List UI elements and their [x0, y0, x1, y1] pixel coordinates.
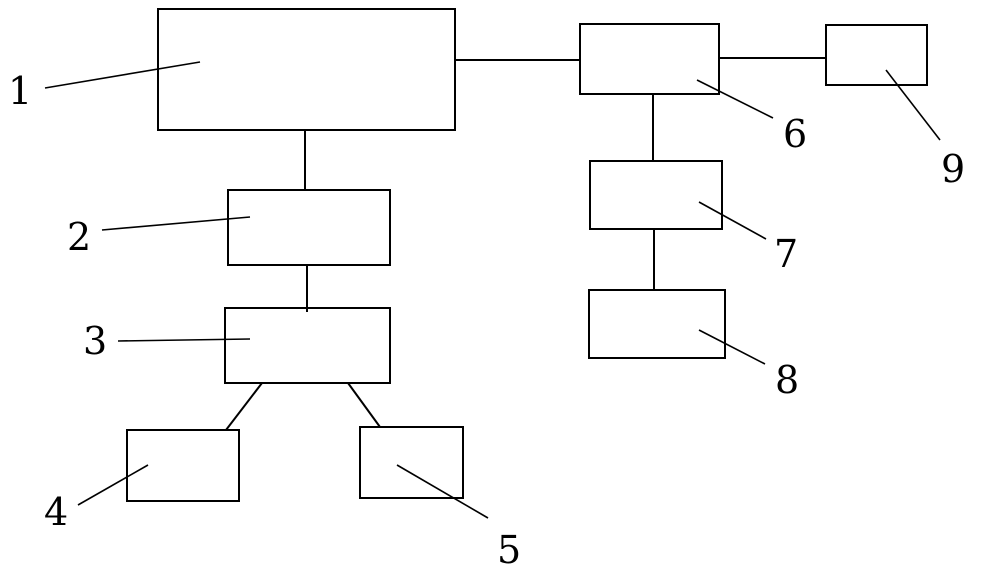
label-8: 8: [775, 358, 799, 402]
leader-2: [101, 216, 251, 231]
connections: [225, 57, 826, 431]
leader-6: [696, 79, 774, 119]
label-3: 3: [83, 319, 107, 363]
connector-3-5: [347, 382, 381, 428]
leader-lines: [44, 61, 941, 519]
blocks: [126, 8, 928, 502]
label-4: 4: [44, 490, 68, 534]
block-9: [825, 24, 928, 86]
connector-3-4: [225, 382, 263, 431]
block-4: [126, 429, 240, 502]
leader-9: [885, 69, 941, 141]
block-7: [589, 160, 723, 230]
block-6: [579, 23, 720, 95]
leader-5: [396, 464, 489, 519]
leader-7: [698, 201, 767, 240]
label-5: 5: [497, 528, 521, 572]
block-8: [588, 289, 726, 359]
labels: 1 2 3 4 5 6 7 8 9: [8, 69, 965, 572]
label-6: 6: [783, 112, 807, 156]
block-2: [227, 189, 391, 266]
leader-8: [698, 329, 766, 365]
leader-4: [77, 464, 149, 506]
label-2: 2: [67, 215, 91, 259]
block-5: [359, 426, 464, 499]
label-7: 7: [774, 232, 798, 276]
leader-3: [117, 338, 251, 342]
leader-1: [44, 61, 201, 89]
label-9: 9: [941, 147, 965, 191]
label-1: 1: [8, 69, 32, 113]
block-1: [157, 8, 456, 131]
block-3: [224, 307, 391, 384]
